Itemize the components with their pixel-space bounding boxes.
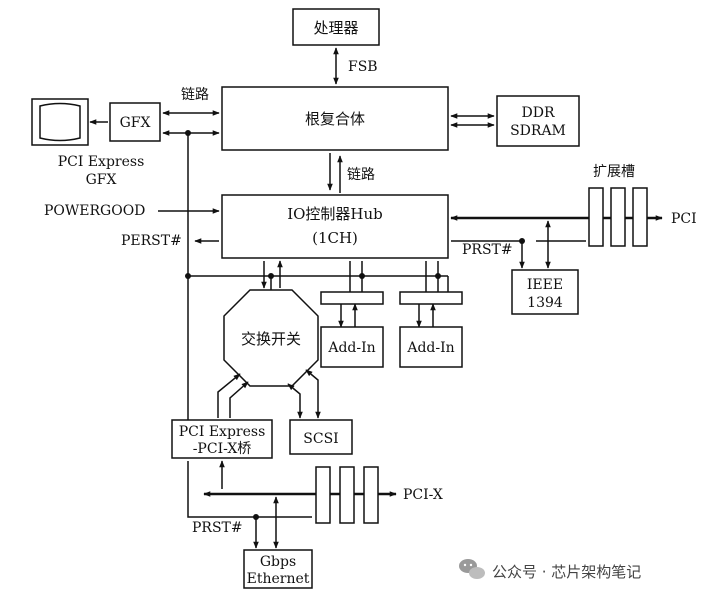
processor-block: 处理器 <box>292 8 380 46</box>
svg-text:处理器: 处理器 <box>313 19 358 37</box>
pci-x-slots <box>315 466 379 524</box>
ddr-sdram-block: DDR SDRAM <box>496 95 580 147</box>
scsi-block: SCSI <box>289 419 353 455</box>
svg-text:DDR: DDR <box>522 105 555 121</box>
svg-text:Ethernet: Ethernet <box>247 571 310 587</box>
addin1-connector <box>320 291 384 305</box>
prst-right-label: PRST# <box>462 242 513 258</box>
svg-text:IEEE: IEEE <box>527 277 563 293</box>
gbps-ethernet-block: Gbps Ethernet <box>243 549 313 589</box>
pci-x-label: PCI-X <box>403 487 443 503</box>
wechat-icon <box>459 559 485 579</box>
switch-scsi-link-b <box>305 369 321 419</box>
pcie-gfx-label-line1: PCI Express <box>58 154 145 170</box>
prst-bottom-line <box>187 461 312 518</box>
switch-block: 交换开关 <box>223 289 319 387</box>
svg-text:Add-In: Add-In <box>406 340 454 356</box>
pci-label: PCI <box>671 211 697 227</box>
add-in-1-block: Add-In <box>320 326 384 368</box>
link-label-top: 链路 <box>181 87 209 103</box>
watermark-text: 公众号 · 芯片架构笔记 <box>492 563 641 581</box>
io-controller-hub-block: IO控制器Hub (1CH) <box>221 194 449 259</box>
switch-scsi-link-a <box>287 383 303 419</box>
svg-text:SDRAM: SDRAM <box>510 123 566 139</box>
svg-text:交换开关: 交换开关 <box>241 330 301 348</box>
add-in-2-block: Add-In <box>399 326 463 368</box>
root-complex-block: 根复合体 <box>221 86 449 151</box>
ieee1394-block: IEEE 1394 <box>511 269 579 315</box>
pcie-pcix-bridge-block: PCI Express -PCI-X桥 <box>171 419 273 459</box>
svg-text:-PCI-X桥: -PCI-X桥 <box>193 441 252 457</box>
svg-text:1394: 1394 <box>527 295 563 311</box>
addin2-connector <box>399 291 463 305</box>
svg-text:(1CH): (1CH) <box>312 229 358 247</box>
expansion-slots <box>588 187 648 247</box>
svg-text:GFX: GFX <box>120 115 151 131</box>
monitor-icon <box>31 98 89 146</box>
prst-bottom-label: PRST# <box>192 520 243 536</box>
svg-text:Gbps: Gbps <box>260 554 296 570</box>
pcie-gfx-label-line2: GFX <box>86 172 117 188</box>
expansion-slots-label: 扩展槽 <box>593 164 635 180</box>
fsb-label: FSB <box>348 59 378 75</box>
gfx-block: GFX <box>109 102 161 142</box>
switch-bridge-link-a <box>217 373 241 418</box>
switch-bridge-link-b <box>229 381 249 418</box>
svg-text:IO控制器Hub: IO控制器Hub <box>287 205 383 223</box>
svg-text:根复合体: 根复合体 <box>305 110 365 128</box>
svg-text:SCSI: SCSI <box>303 431 338 447</box>
svg-text:Add-In: Add-In <box>327 340 375 356</box>
powergood-label: POWERGOOD <box>44 203 145 219</box>
link-label-mid: 链路 <box>347 167 375 183</box>
svg-text:PCI Express: PCI Express <box>179 424 266 440</box>
perst-label: PERST# <box>121 233 182 249</box>
